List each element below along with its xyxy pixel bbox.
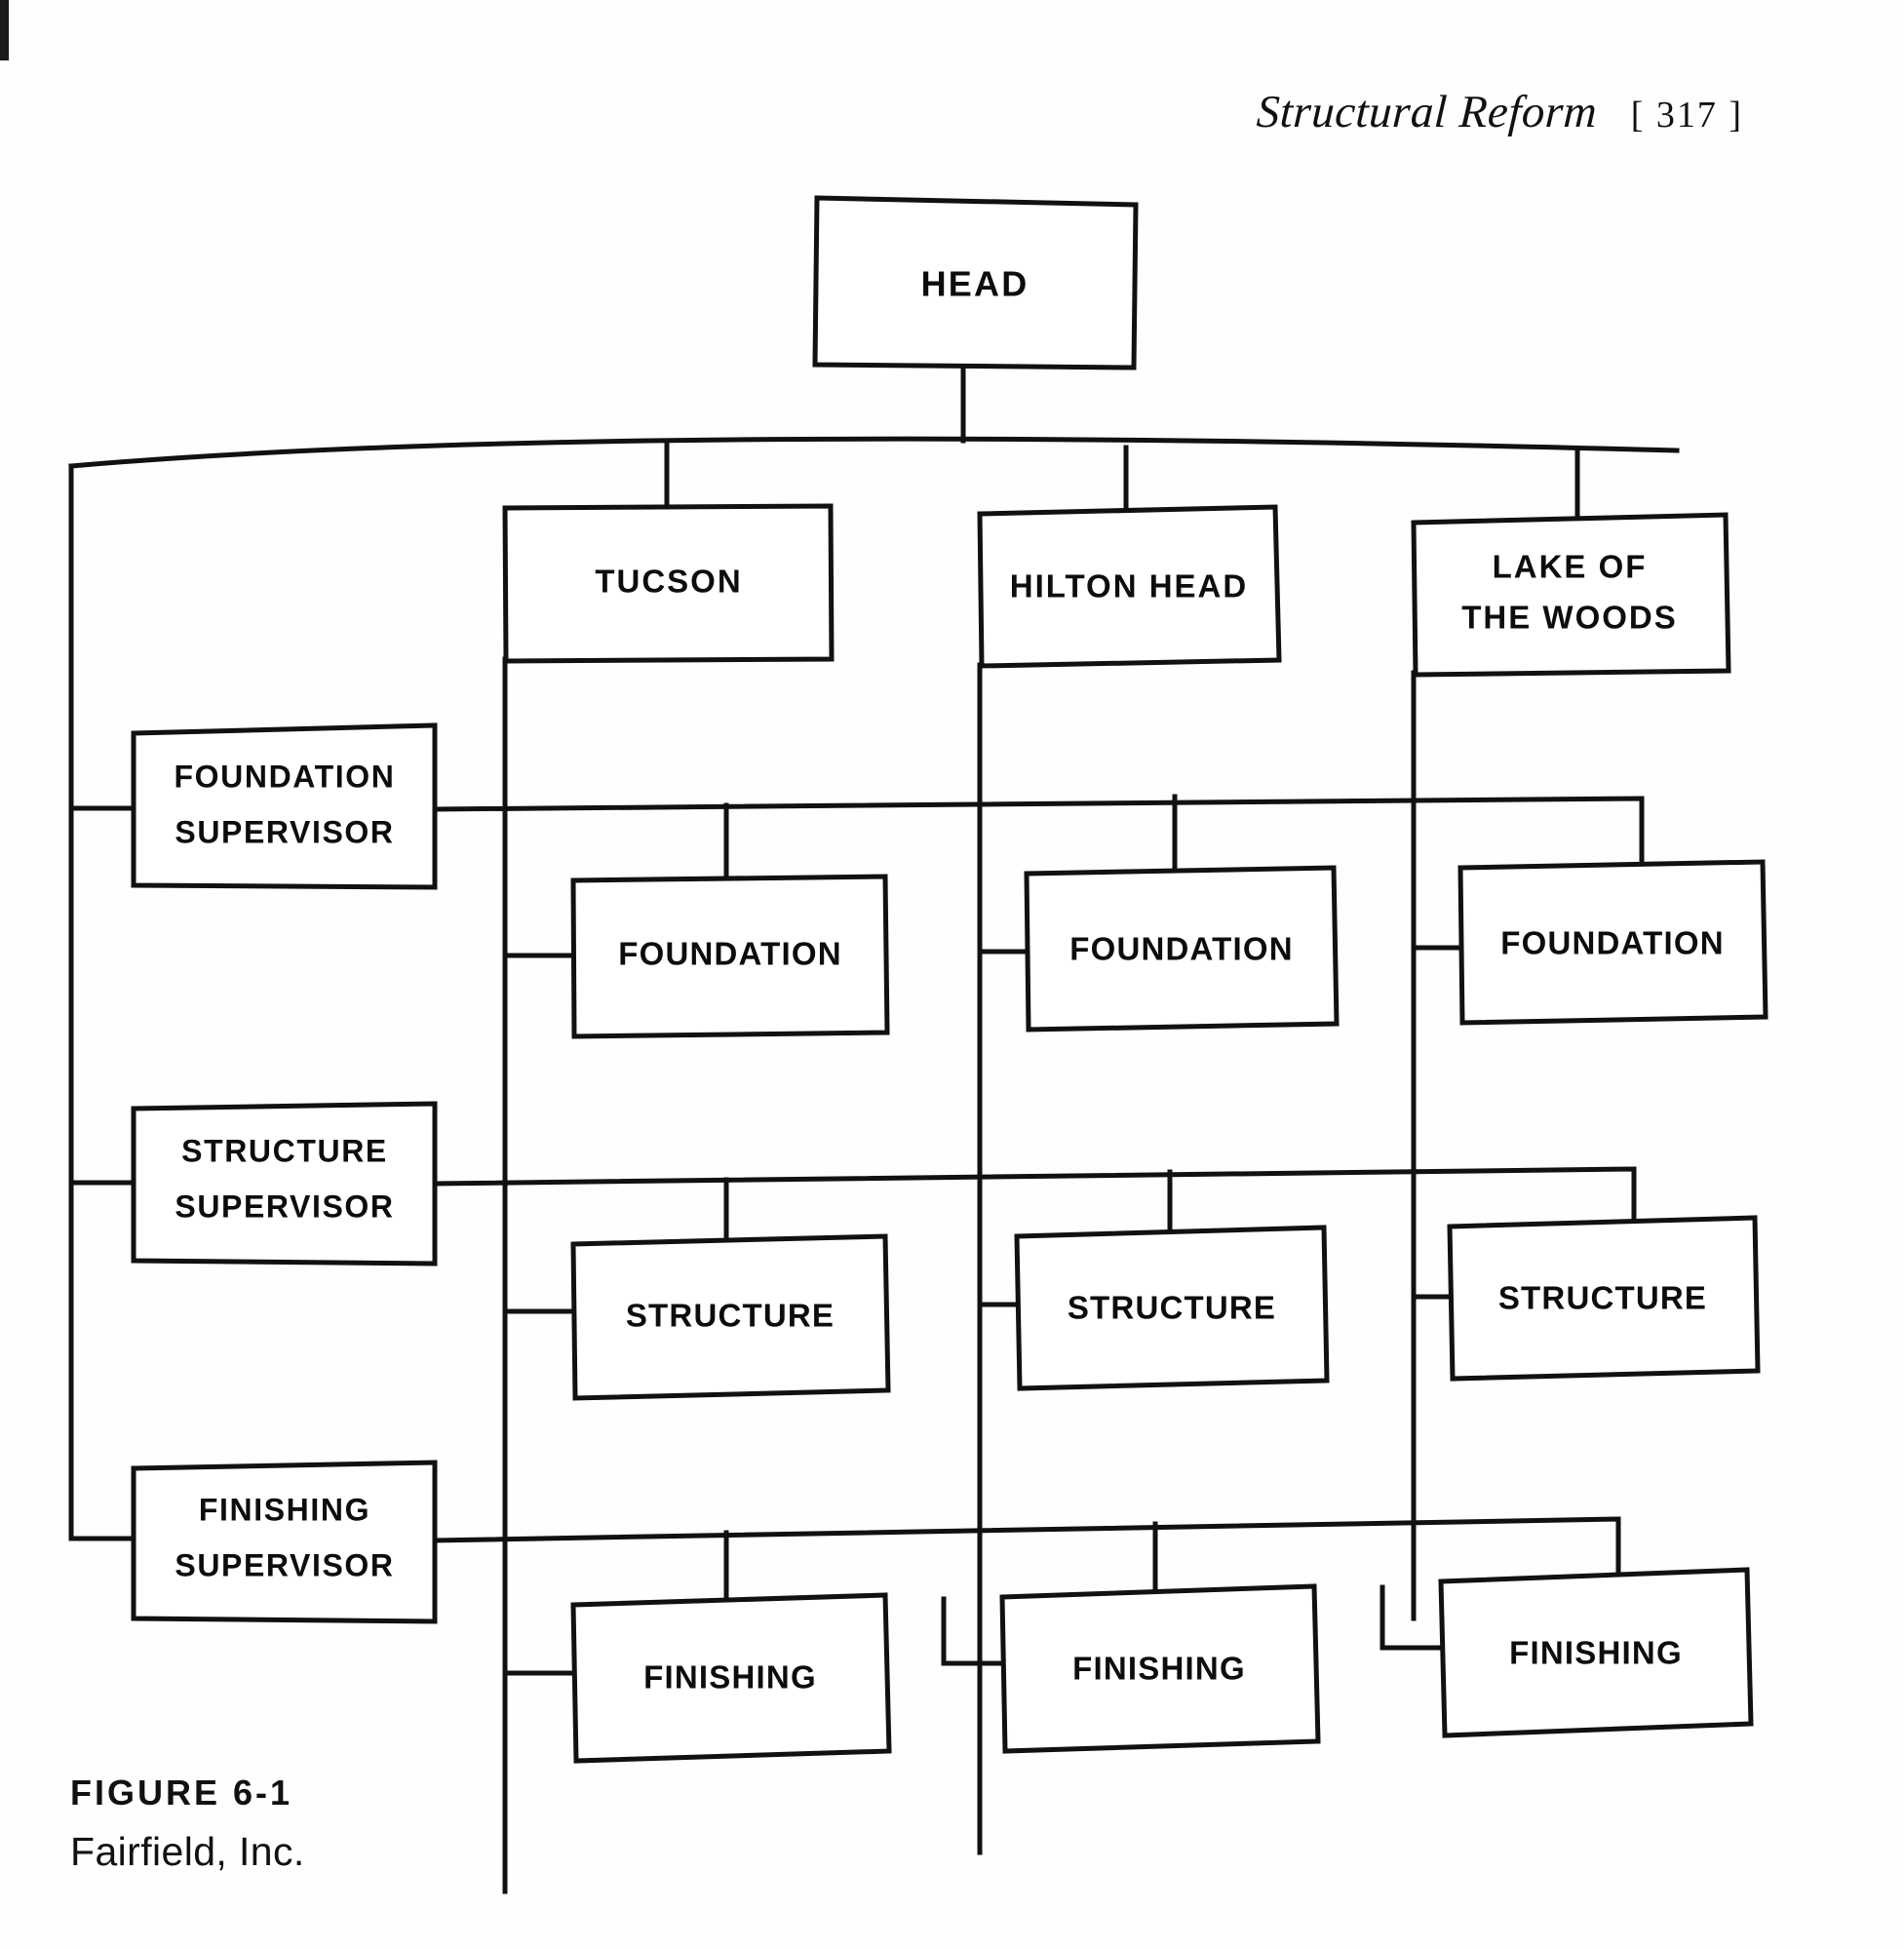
node-lake-of-the-woods[interactable]: LAKE OF THE WOODS <box>1411 512 1731 678</box>
node-foundation-tucson[interactable]: FOUNDATION <box>570 874 890 1039</box>
node-finishing-tucson[interactable]: FINISHING <box>570 1592 892 1764</box>
node-foundation-supervisor-label-line1: FOUNDATION <box>175 759 396 794</box>
node-finishing-supervisor-label-line2: SUPERVISOR <box>175 1547 394 1582</box>
page-header: Structural Reform [ 317 ] <box>1256 86 1743 138</box>
page-edge-marker <box>0 0 9 60</box>
node-finishing-lake-of-the-woods[interactable]: FINISHING <box>1438 1567 1754 1738</box>
node-lake-of-the-woods-label-line2: THE WOODS <box>1461 600 1678 636</box>
node-structure-lake-label: STRUCTURE <box>1498 1280 1707 1316</box>
node-structure-hilton-label: STRUCTURE <box>1068 1290 1276 1326</box>
node-lake-of-the-woods-label-line1: LAKE OF <box>1493 549 1648 585</box>
node-head[interactable]: HEAD <box>812 195 1139 370</box>
node-structure-tucson[interactable]: STRUCTURE <box>570 1233 891 1401</box>
node-finishing-supervisor-label-line1: FINISHING <box>199 1492 370 1527</box>
page-number: [ 317 ] <box>1630 95 1743 136</box>
node-finishing-hilton-head[interactable]: FINISHING <box>999 1583 1321 1754</box>
connector-row-finishing-horizontal <box>431 1516 1621 1590</box>
node-finishing-supervisor[interactable]: FINISHING SUPERVISOR <box>131 1460 438 1624</box>
node-foundation-hilton-label: FOUNDATION <box>1069 931 1294 967</box>
figure-caption: FIGURE 6-1 Fairfield, Inc. <box>70 1773 305 1875</box>
figure-number: FIGURE 6-1 <box>70 1773 293 1813</box>
node-foundation-lake-of-the-woods[interactable]: FOUNDATION <box>1457 859 1768 1026</box>
node-structure-hilton-head[interactable]: STRUCTURE <box>1014 1225 1330 1391</box>
node-finishing-hilton-label: FINISHING <box>1072 1651 1246 1687</box>
node-foundation-tucson-label: FOUNDATION <box>618 936 842 972</box>
node-structure-lake-of-the-woods[interactable]: STRUCTURE <box>1447 1215 1761 1382</box>
node-structure-supervisor-label-line1: STRUCTURE <box>181 1133 388 1168</box>
node-finishing-tucson-label: FINISHING <box>643 1659 817 1696</box>
node-hilton-head-label: HILTON HEAD <box>1010 568 1248 604</box>
node-finishing-lake-label: FINISHING <box>1509 1635 1683 1671</box>
connector-top-distribution-bar <box>68 436 1680 469</box>
node-tucson[interactable]: TUCSON <box>502 503 835 664</box>
node-head-label: HEAD <box>921 264 1030 304</box>
node-hilton-head[interactable]: HILTON HEAD <box>977 504 1282 669</box>
node-structure-supervisor-label-line2: SUPERVISOR <box>175 1189 394 1224</box>
node-foundation-supervisor-label-line2: SUPERVISOR <box>175 814 394 849</box>
figure-title: Fairfield, Inc. <box>70 1829 305 1874</box>
node-foundation-supervisor[interactable]: FOUNDATION SUPERVISOR <box>131 722 438 890</box>
node-structure-supervisor[interactable]: STRUCTURE SUPERVISOR <box>131 1101 438 1267</box>
node-foundation-hilton-head[interactable]: FOUNDATION <box>1024 865 1340 1033</box>
connector-row-foundation-horizontal <box>431 796 1645 883</box>
node-structure-tucson-label: STRUCTURE <box>626 1298 835 1334</box>
node-tucson-label: TUCSON <box>595 564 742 600</box>
node-foundation-lake-label: FOUNDATION <box>1500 925 1725 961</box>
